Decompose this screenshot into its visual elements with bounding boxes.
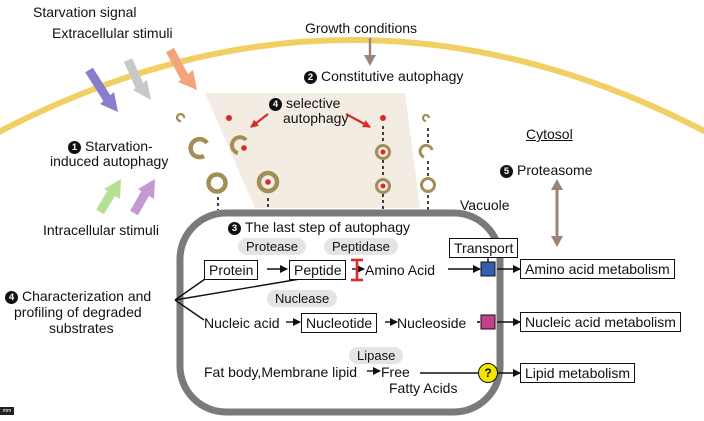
nuclease-label: Nuclease <box>267 290 338 307</box>
characterization-text: Characterization and <box>22 288 152 304</box>
proteasome-label: 5 Proteasome <box>500 162 592 178</box>
characterization-line3: substrates <box>49 320 114 336</box>
protein-box: Protein <box>204 260 259 280</box>
intracellular-stimuli-label: Intracellular stimuli <box>43 222 159 238</box>
selective-arrow-right <box>345 113 371 128</box>
constitutive-autophagy-label: 2 Constitutive autophagy <box>304 68 463 84</box>
amino-acid-text: Amino Acid <box>365 262 436 278</box>
lipase-label: Lipase <box>349 347 404 364</box>
extracellular-stimuli-label: Extracellular stimuli <box>52 25 173 41</box>
step-badge-5: 5 <box>500 165 513 178</box>
amino-acid-transporter <box>480 261 496 277</box>
selective-arrow-left <box>250 113 269 128</box>
transport-box: Transport <box>449 238 519 258</box>
starvation-autophagy-line2: induced autophagy <box>50 153 169 169</box>
free-text: Free <box>381 364 410 380</box>
cytosol-label: Cytosol <box>526 126 573 142</box>
step-badge-4-characterization: 4 <box>5 291 18 304</box>
extracellular-stimuli-arrow <box>123 58 151 100</box>
selective-autophagosome-column-1 <box>226 115 280 211</box>
growth-conditions-arrow <box>364 38 376 66</box>
characterization-line2: profiling of degraded <box>14 304 142 320</box>
intracellular-purple-arrow <box>130 179 155 216</box>
characterization-line1: 4 Characterization and <box>5 288 151 304</box>
nucleic-acid-text: Nucleic acid <box>204 315 280 331</box>
step-badge-4-selective: 4 <box>269 98 282 111</box>
protease-label: Protease <box>238 238 307 255</box>
intracellular-green-arrow <box>96 179 121 215</box>
last-step-text: The last step of autophagy <box>245 219 410 235</box>
nucleic-acid-transporter <box>480 314 496 330</box>
selective-autophagosome-column-2 <box>375 115 391 210</box>
amino-acid-metabolism-box: Amino acid metabolism <box>520 259 675 279</box>
nucleotide-box: Nucleotide <box>301 313 378 333</box>
step-badge-2: 2 <box>304 71 317 84</box>
constitutive-autophagy-text: Constitutive autophagy <box>321 68 464 84</box>
last-step-label: 3 The last step of autophagy <box>228 219 410 235</box>
nucleoside-text: Nucleoside <box>397 315 467 331</box>
fatty-acids-text: Fatty Acids <box>389 380 458 396</box>
peptidase-inhibitor-mark <box>351 258 363 282</box>
proteasome-double-arrow <box>551 179 563 247</box>
vacuole-outline <box>176 209 504 416</box>
peptidase-label: Peptidase <box>324 238 398 255</box>
growth-extracellular-arrow <box>166 47 197 90</box>
scale-bar: mm <box>0 407 14 415</box>
vacuole-label: Vacuole <box>460 197 510 213</box>
unknown-lipid-transporter: ? <box>478 363 498 383</box>
starvation-signal-arrow <box>85 67 118 112</box>
peptide-box: Peptide <box>289 260 347 280</box>
step-badge-3: 3 <box>228 222 241 235</box>
starvation-autophagy-text: Starvation- <box>85 138 153 154</box>
selective-autophagy-line1: 4 selective <box>269 95 340 111</box>
constitutive-autophagosome-column <box>418 113 436 210</box>
starvation-signal-label: Starvation signal <box>33 4 137 20</box>
step-badge-1: 1 <box>68 141 81 154</box>
starvation-autophagosome-column <box>175 112 228 210</box>
proteasome-text: Proteasome <box>517 162 593 178</box>
nucleic-acid-metabolism-box: Nucleic acid metabolism <box>520 312 681 332</box>
fat-body-text: Fat body,Membrane lipid <box>204 364 358 380</box>
selective-autophagy-line2: autophagy <box>283 110 349 126</box>
selective-text-line1: selective <box>286 95 341 111</box>
starvation-autophagy-line1: 1 Starvation- <box>68 138 153 154</box>
growth-conditions-label: Growth conditions <box>305 20 418 36</box>
characterization-connectors <box>174 278 301 321</box>
lipid-metabolism-box: Lipid metabolism <box>520 363 636 383</box>
